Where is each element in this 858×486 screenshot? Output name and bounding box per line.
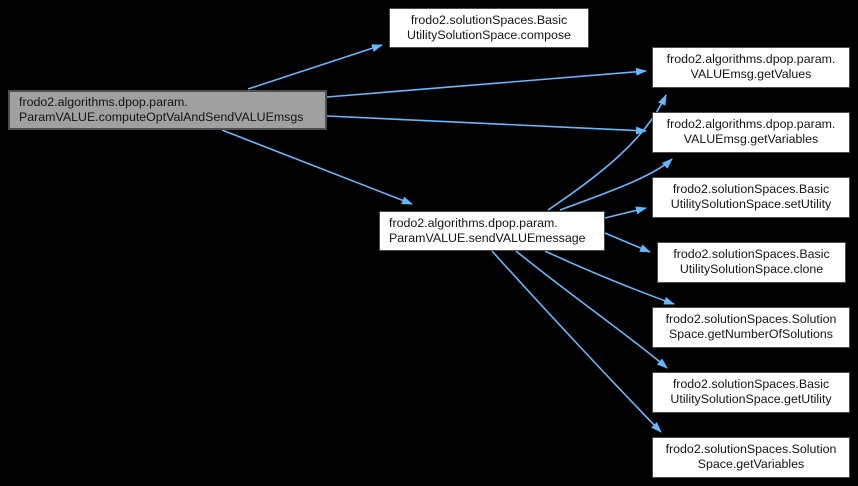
node-label-line: frodo2.algorithms.dpop.param.	[666, 52, 836, 66]
edge-send-to-getnumberofsolutions	[544, 250, 675, 305]
node-label-line: UtilitySolutionSpace.getUtility	[670, 392, 832, 406]
node-label-line: ParamVALUE.sendVALUEmessage	[389, 231, 586, 245]
edge-send-to-getvariablesspace	[491, 250, 662, 433]
edge-send-to-getvalues	[547, 94, 667, 211]
node-label-line: Space.getVariables	[697, 457, 805, 471]
node-label-line: VALUEmsg.getVariables	[683, 132, 819, 146]
node-label-line: frodo2.solutionSpaces.Solution	[665, 312, 837, 326]
node-solution-space-get-number-of-solutions[interactable]: frodo2.solutionSpaces.Solution Space.get…	[652, 307, 850, 348]
node-value-msg-get-values[interactable]: frodo2.algorithms.dpop.param. VALUEmsg.g…	[652, 47, 850, 88]
node-label-line: frodo2.solutionSpaces.Basic	[673, 247, 830, 261]
node-label-line: frodo2.solutionSpaces.Basic	[410, 13, 568, 27]
node-label-line: frodo2.solutionSpaces.Basic	[672, 182, 830, 196]
node-basic-utility-solution-space-get-utility[interactable]: frodo2.solutionSpaces.Basic UtilitySolut…	[652, 372, 850, 413]
node-label-line: UtilitySolutionSpace.clone	[679, 262, 824, 276]
edge-send-to-getutility	[515, 250, 668, 369]
node-label-line: ParamVALUE.computeOptValAndSendVALUEmsgs	[19, 110, 304, 124]
node-label-line: UtilitySolutionSpace.setUtility	[670, 197, 832, 211]
node-label-line: UtilitySolutionSpace.compose	[407, 28, 571, 42]
edge-main-to-getvalues	[326, 67, 647, 98]
node-label-line: VALUEmsg.getValues	[690, 67, 812, 81]
node-solution-space-get-variables[interactable]: frodo2.solutionSpaces.Solution Space.get…	[652, 437, 850, 478]
node-label-line: frodo2.algorithms.dpop.param.	[19, 95, 188, 109]
edge-main-to-getvariablesmsg	[326, 115, 647, 135]
edge-send-to-clone	[604, 232, 651, 253]
node-label-line: frodo2.solutionSpaces.Basic	[672, 377, 830, 391]
node-value-msg-get-variables[interactable]: frodo2.algorithms.dpop.param. VALUEmsg.g…	[652, 112, 850, 153]
node-label-line: frodo2.algorithms.dpop.param.	[389, 216, 558, 230]
edge-main-to-sendvaluemessage	[221, 129, 413, 205]
node-label-line: Space.getNumberOfSolutions	[669, 327, 833, 341]
edge-send-to-setutility	[604, 206, 647, 219]
node-basic-utility-solution-space-compose[interactable]: frodo2.solutionSpaces.Basic UtilitySolut…	[389, 8, 589, 48]
node-basic-utility-solution-space-clone[interactable]: frodo2.solutionSpaces.Basic UtilitySolut…	[657, 242, 846, 283]
node-label-line: frodo2.algorithms.dpop.param.	[666, 117, 836, 131]
node-basic-utility-solution-space-set-utility[interactable]: frodo2.solutionSpaces.Basic UtilitySolut…	[652, 177, 850, 218]
node-compute-opt-val-and-send-value-msgs: frodo2.algorithms.dpop.param. ParamVALUE…	[8, 90, 327, 130]
edge-main-to-compose	[247, 44, 383, 90]
node-label-line: frodo2.solutionSpaces.Solution	[665, 442, 837, 456]
edge-send-to-getvariablesmsg	[559, 158, 673, 211]
node-param-value-send-value-message[interactable]: frodo2.algorithms.dpop.param. ParamVALUE…	[379, 211, 605, 251]
